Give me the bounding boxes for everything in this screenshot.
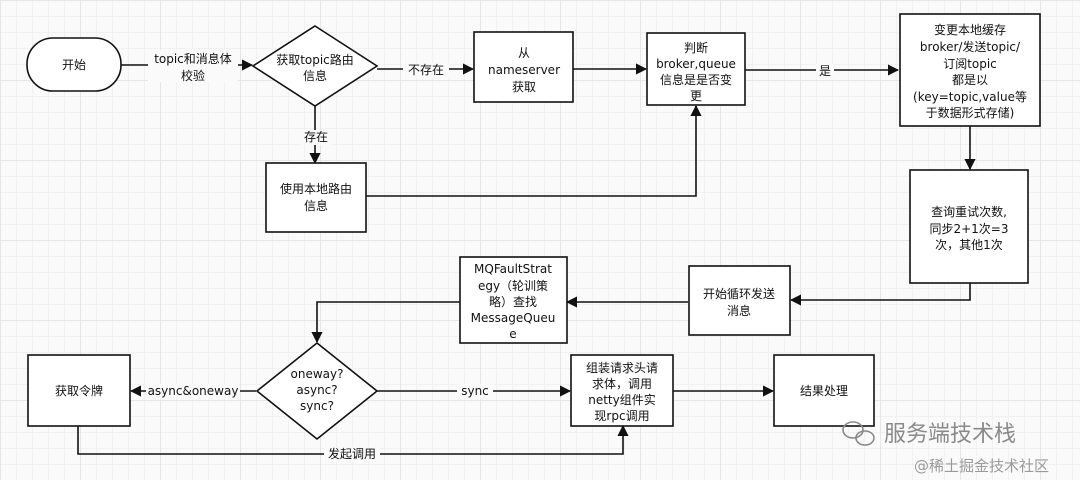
- label-not-exist: 不存在: [408, 63, 444, 77]
- wechat-icon: [842, 421, 875, 446]
- edge-strategy-to-decision: [311, 301, 460, 344]
- node-strategy-line4: MessageQueu: [471, 311, 556, 325]
- node-retry-line2: 同步2+1次=3: [929, 222, 1008, 236]
- edge-retry-to-loop: [789, 283, 971, 306]
- label-exist: 存在: [304, 130, 328, 144]
- node-from-nameserver-line3: 获取: [512, 80, 536, 94]
- node-decision-line1: oneway?: [291, 367, 344, 381]
- node-strategy-line3: 略）查找: [489, 294, 537, 309]
- node-assemble-line2: 求体，调用: [592, 377, 652, 391]
- node-retry-count: 查询重试次数, 同步2+1次=3 次，其他1次: [909, 169, 1029, 284]
- node-get-route-line2: 信息: [303, 68, 327, 83]
- node-strategy-line1: MQFaultStrat: [474, 262, 552, 276]
- node-decision-line3: sync?: [300, 399, 334, 413]
- node-get-route-line1: 获取topic路由: [276, 52, 354, 67]
- node-loop-line2: 消息: [727, 303, 751, 318]
- node-get-token: 获取令牌: [27, 354, 131, 427]
- node-result-label: 结果处理: [800, 384, 848, 398]
- node-assemble-line3: netty组件实: [588, 392, 656, 407]
- label-topic-check-line1: topic和消息体: [154, 51, 232, 66]
- node-local-line2: 信息: [304, 198, 328, 213]
- node-cache-line2: broker/发送topic/: [920, 39, 1021, 54]
- node-judge-line3: 信息是是否变: [660, 72, 732, 87]
- node-from-nameserver: 从 nameserver 获取: [473, 31, 574, 103]
- node-from-nameserver-line1: 从: [518, 46, 530, 60]
- node-cache-line4: 都是以: [952, 73, 988, 87]
- node-retry-line3: 次，其他1次: [935, 238, 1003, 252]
- label-sync: sync: [461, 384, 489, 398]
- label-async-oneway: async&oneway: [148, 384, 239, 398]
- node-cache-line6: 于数据形式存储): [926, 105, 1015, 120]
- node-judge-line4: 更: [690, 89, 702, 103]
- node-token-label: 获取令牌: [55, 383, 103, 398]
- node-result-handling: 结果处理: [773, 354, 875, 427]
- watermark: 服务端技术栈 @稀土掘金技术社区: [842, 421, 1049, 475]
- label-yes: 是: [819, 64, 831, 78]
- node-use-local-route: 使用本地路由 信息: [265, 162, 367, 233]
- node-cache-line1: 变更本地缓存: [934, 22, 1006, 37]
- node-get-route: 获取topic路由 信息: [251, 25, 379, 107]
- node-cache-line3: 订阅topic: [943, 57, 997, 71]
- node-from-nameserver-line2: nameserver: [488, 63, 560, 77]
- node-decision-line2: async?: [296, 383, 337, 397]
- watermark-platform: @稀土掘金技术社区: [914, 457, 1049, 475]
- edge-local-to-judge: [366, 104, 702, 197]
- node-local-line1: 使用本地路由: [280, 181, 352, 196]
- node-cache-line5: (key=topic,value等: [913, 90, 1027, 104]
- label-invoke: 发起调用: [328, 446, 376, 461]
- node-strategy-line5: e: [509, 327, 516, 341]
- node-judge-change: 判断 broker,queue 信息是是否变 更: [646, 32, 746, 106]
- watermark-account: 服务端技术栈: [884, 422, 1016, 447]
- node-retry-line1: 查询重试次数,: [931, 204, 1007, 219]
- node-mode-decision: oneway? async? sync?: [255, 341, 379, 441]
- node-strategy-line2: egy（轮训策: [478, 279, 548, 293]
- label-topic-check-line2: 校验: [181, 68, 205, 83]
- node-loop-send: 开始循环发送 消息: [688, 265, 791, 336]
- node-fault-strategy: MQFaultStrat egy（轮训策 略）查找 MessageQueu e: [459, 256, 568, 344]
- node-assemble-line4: 现rpc调用: [594, 409, 649, 423]
- node-start-label: 开始: [62, 58, 86, 72]
- node-judge-line2: broker,queue: [656, 57, 736, 71]
- node-start: 开始: [26, 37, 122, 92]
- node-loop-line1: 开始循环发送: [703, 286, 775, 301]
- edge-labels: topic和消息体 校验 不存在 存在 是 async&oneway sync …: [146, 50, 834, 462]
- node-judge-line1: 判断: [684, 40, 708, 55]
- node-update-cache: 变更本地缓存 broker/发送topic/ 订阅topic 都是以 (key=…: [899, 13, 1041, 127]
- node-assemble-request: 组装请求头请 求体，调用 netty组件实 现rpc调用: [570, 354, 674, 427]
- node-assemble-line1: 组装请求头请: [586, 361, 658, 375]
